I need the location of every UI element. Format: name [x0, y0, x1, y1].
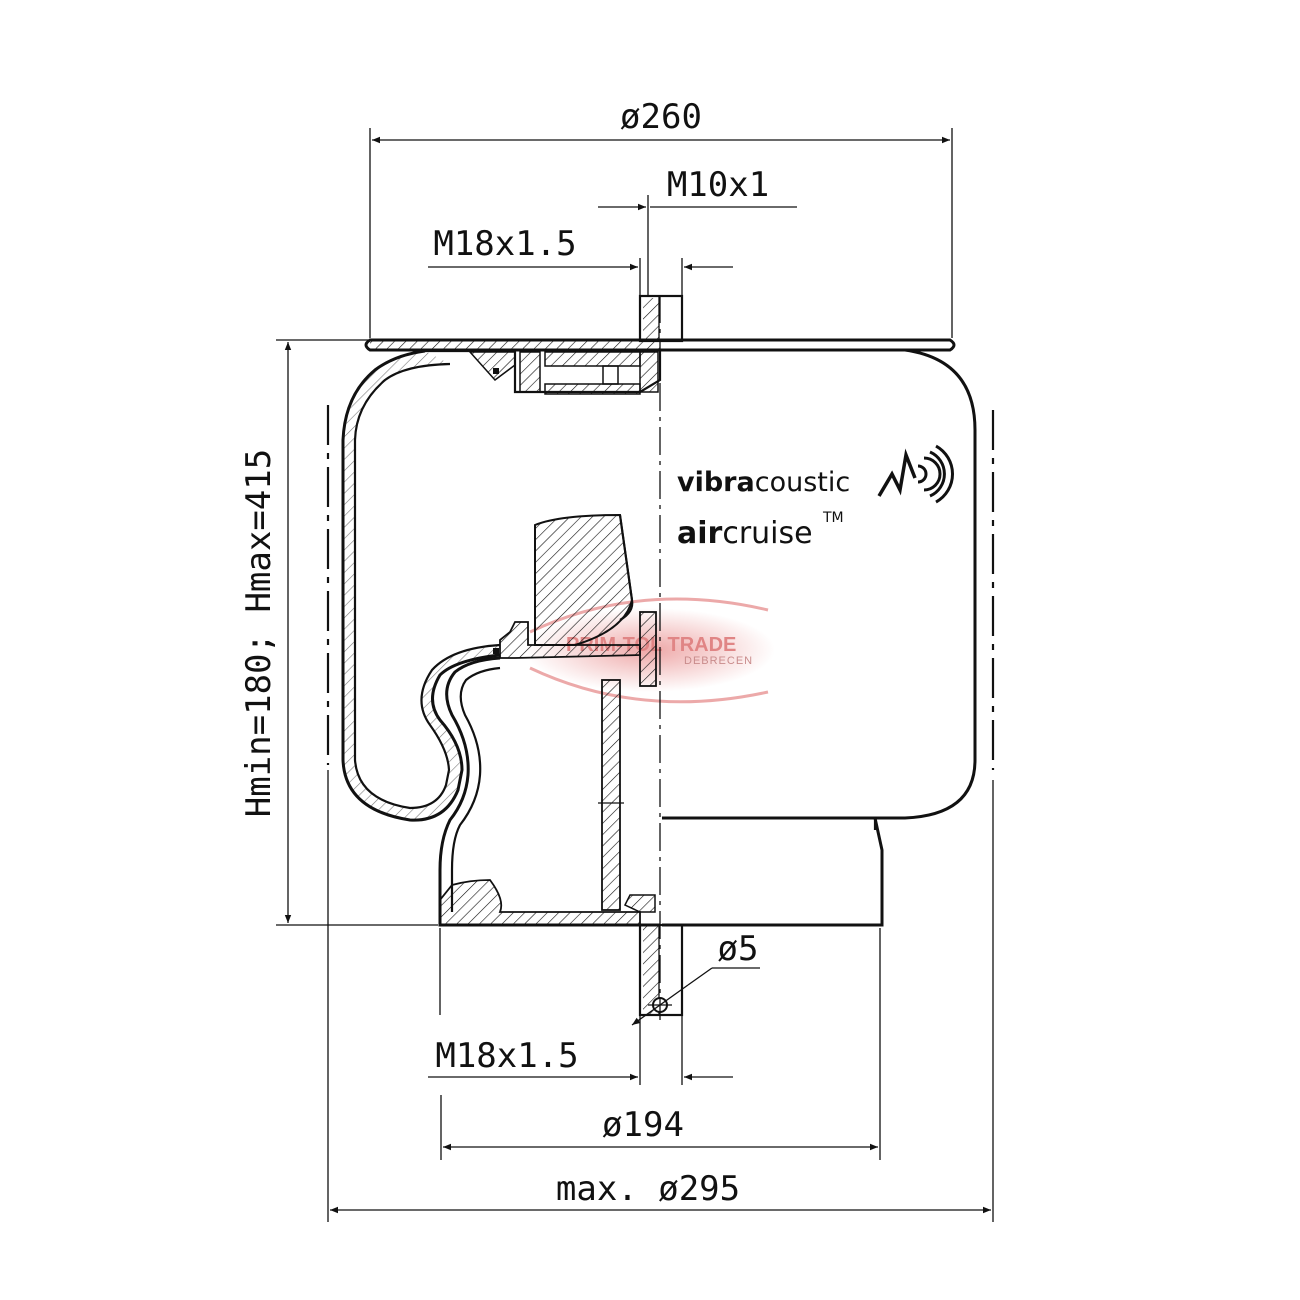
thread-bottom-label: M18x1.5 [435, 1036, 578, 1076]
dimension-top-diameter: ø260 [369, 97, 953, 338]
dimension-max-diameter: max. ø295 [327, 770, 994, 1222]
dimension-thread-top: M18x1.5 [428, 224, 733, 296]
dimension-bottom-diameter: ø194 [439, 928, 881, 1160]
watermark-subtext: DEBRECEN [684, 655, 753, 667]
trademark-symbol: TM [822, 510, 844, 526]
product-name: aircruise [677, 516, 813, 551]
soundwave-icon [877, 444, 954, 504]
top-plate [364, 338, 956, 352]
max-diameter-label: max. ø295 [556, 1169, 740, 1209]
thread-top-label: M18x1.5 [433, 224, 576, 264]
brand-name: vibracoustic [677, 467, 850, 498]
bellow-exterior [662, 348, 977, 820]
dimension-thread-small: M10x1 [598, 165, 797, 296]
thread-small-label: M10x1 [667, 165, 769, 205]
dimension-thread-bottom: M18x1.5 [428, 1015, 733, 1085]
bellow-section [341, 349, 501, 822]
top-diameter-label: ø260 [620, 97, 702, 137]
bump-stop [534, 513, 634, 646]
bottom-stud [638, 923, 684, 1017]
dimension-pin-diameter: ø5 [631, 929, 760, 1026]
bottom-diameter-label: ø194 [602, 1105, 684, 1145]
top-clamp-ring [425, 349, 662, 395]
dimension-height: Hmin=180; Hmax=415 [239, 339, 438, 926]
piston-exterior [662, 816, 884, 927]
top-stud [638, 294, 684, 343]
piston-top-ring [493, 611, 657, 687]
piston [438, 656, 660, 927]
pin-diameter-label: ø5 [718, 929, 759, 969]
height-label: Hmin=180; Hmax=415 [239, 449, 279, 817]
brand-logo: vibracoustic aircruise TM [677, 444, 954, 551]
